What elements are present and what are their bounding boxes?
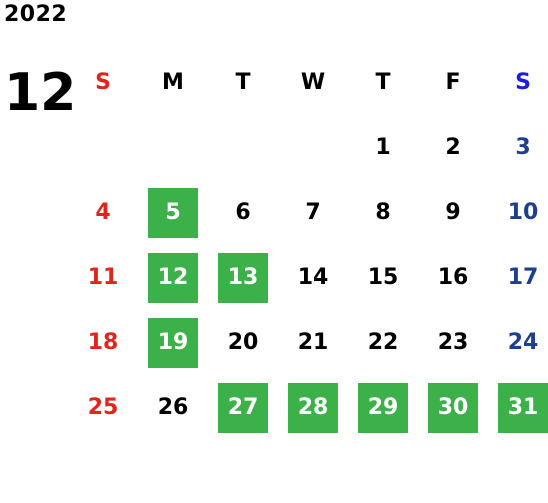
day-cell (278, 115, 348, 180)
day-cell: 16 (418, 245, 488, 310)
day-cell: 14 (278, 245, 348, 310)
day-cell: 24 (488, 310, 548, 375)
highlighted-day-number: 12 (148, 252, 198, 303)
day-cell: 21 (278, 310, 348, 375)
calendar-grid: S M T W T F S 1 2 3 4 5 6 7 8 9 10 11 12… (68, 50, 548, 440)
day-number: 16 (437, 265, 469, 290)
weekday-header-monday: M (162, 70, 184, 95)
day-cell: 29 (348, 375, 418, 440)
day-cell: 2 (418, 115, 488, 180)
highlighted-day-number: 13 (218, 252, 268, 303)
day-number (148, 123, 198, 173)
month-label: 12 (4, 63, 77, 123)
day-number: 26 (157, 395, 189, 420)
highlighted-day-number: 5 (148, 187, 198, 238)
day-number: 6 (235, 200, 251, 225)
day-cell: 30 (418, 375, 488, 440)
day-cell: 1 (348, 115, 418, 180)
weekday-header-saturday: S (515, 70, 531, 95)
weekday-header-sunday: S (95, 70, 111, 95)
weekday-header-wednesday: W (300, 70, 326, 95)
day-number: 11 (87, 265, 119, 290)
day-cell: 10 (488, 180, 548, 245)
day-cell (68, 115, 138, 180)
day-number (78, 123, 128, 173)
day-cell: 3 (488, 115, 548, 180)
day-number: 10 (507, 200, 539, 225)
day-cell: 20 (208, 310, 278, 375)
day-number (288, 123, 338, 173)
year-label: 2022 (4, 2, 68, 27)
highlighted-day-number: 30 (428, 382, 478, 433)
day-cell: 28 (278, 375, 348, 440)
day-cell: 12 (138, 245, 208, 310)
day-cell: 18 (68, 310, 138, 375)
day-cell: 15 (348, 245, 418, 310)
day-cell: 6 (208, 180, 278, 245)
day-number: 9 (445, 200, 461, 225)
highlighted-day-number: 27 (218, 382, 268, 433)
day-cell: 26 (138, 375, 208, 440)
day-number: 18 (87, 330, 119, 355)
day-cell (208, 115, 278, 180)
day-cell: 4 (68, 180, 138, 245)
day-cell: 23 (418, 310, 488, 375)
day-cell: 31 (488, 375, 548, 440)
day-number: 4 (95, 200, 111, 225)
day-number (218, 123, 268, 173)
day-cell: 22 (348, 310, 418, 375)
day-number: 3 (515, 135, 531, 160)
day-cell: 25 (68, 375, 138, 440)
weekday-header-tuesday: T (235, 70, 251, 95)
day-cell: 9 (418, 180, 488, 245)
day-number: 15 (367, 265, 399, 290)
day-cell: 11 (68, 245, 138, 310)
day-cell (138, 115, 208, 180)
day-cell: 19 (138, 310, 208, 375)
highlighted-day-number: 29 (358, 382, 408, 433)
day-number: 2 (445, 135, 461, 160)
day-cell: 17 (488, 245, 548, 310)
highlighted-day-number: 19 (148, 317, 198, 368)
day-cell: 27 (208, 375, 278, 440)
weekday-header-friday: F (445, 70, 461, 95)
day-number: 21 (297, 330, 329, 355)
day-number: 1 (375, 135, 391, 160)
highlighted-day-number: 31 (498, 382, 548, 433)
day-number: 25 (87, 395, 119, 420)
day-number: 7 (305, 200, 321, 225)
day-cell: 13 (208, 245, 278, 310)
day-number: 8 (375, 200, 391, 225)
day-number: 22 (367, 330, 399, 355)
day-number: 23 (437, 330, 469, 355)
day-cell: 8 (348, 180, 418, 245)
day-number: 24 (507, 330, 539, 355)
day-cell: 7 (278, 180, 348, 245)
day-cell: 5 (138, 180, 208, 245)
day-number: 17 (507, 265, 539, 290)
day-number: 20 (227, 330, 259, 355)
highlighted-day-number: 28 (288, 382, 338, 433)
day-number: 14 (297, 265, 329, 290)
weekday-header-thursday: T (375, 70, 391, 95)
